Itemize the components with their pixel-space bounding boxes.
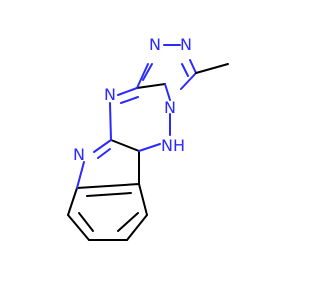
atom-label-n: N: [73, 145, 85, 164]
bond: [189, 59, 197, 74]
bond: [138, 143, 161, 152]
bond: [136, 83, 166, 89]
bonds: [67, 44, 229, 241]
bond: [120, 96, 139, 104]
bond: [76, 183, 140, 189]
bond: [117, 87, 138, 96]
bond: [78, 212, 94, 232]
molecule-diagram: N N N N N N H: [67, 35, 229, 241]
atom-label-n: N: [164, 98, 176, 117]
bond: [164, 83, 171, 101]
atom-label-n: N: [149, 35, 161, 54]
bond: [142, 63, 153, 81]
bond: [86, 192, 132, 197]
bond: [97, 148, 111, 159]
structure-svg: N N N N N N H: [67, 35, 229, 241]
bond: [67, 187, 78, 216]
bond: [93, 139, 112, 153]
atom-label-n: N: [104, 85, 116, 104]
bond: [126, 214, 148, 241]
bond: [181, 63, 189, 77]
bond: [195, 63, 229, 74]
bond: [136, 63, 149, 89]
bond: [117, 212, 139, 232]
bond: [110, 139, 140, 152]
bond: [138, 183, 148, 216]
atom-label-n: N: [161, 136, 173, 155]
atom-label-h: H: [173, 136, 185, 155]
atom-labels: N N N N N N H: [73, 35, 192, 164]
bond: [76, 161, 85, 189]
atom-label-n: N: [180, 35, 192, 54]
bond: [180, 72, 197, 90]
bond: [109, 102, 112, 141]
bond: [67, 214, 90, 241]
